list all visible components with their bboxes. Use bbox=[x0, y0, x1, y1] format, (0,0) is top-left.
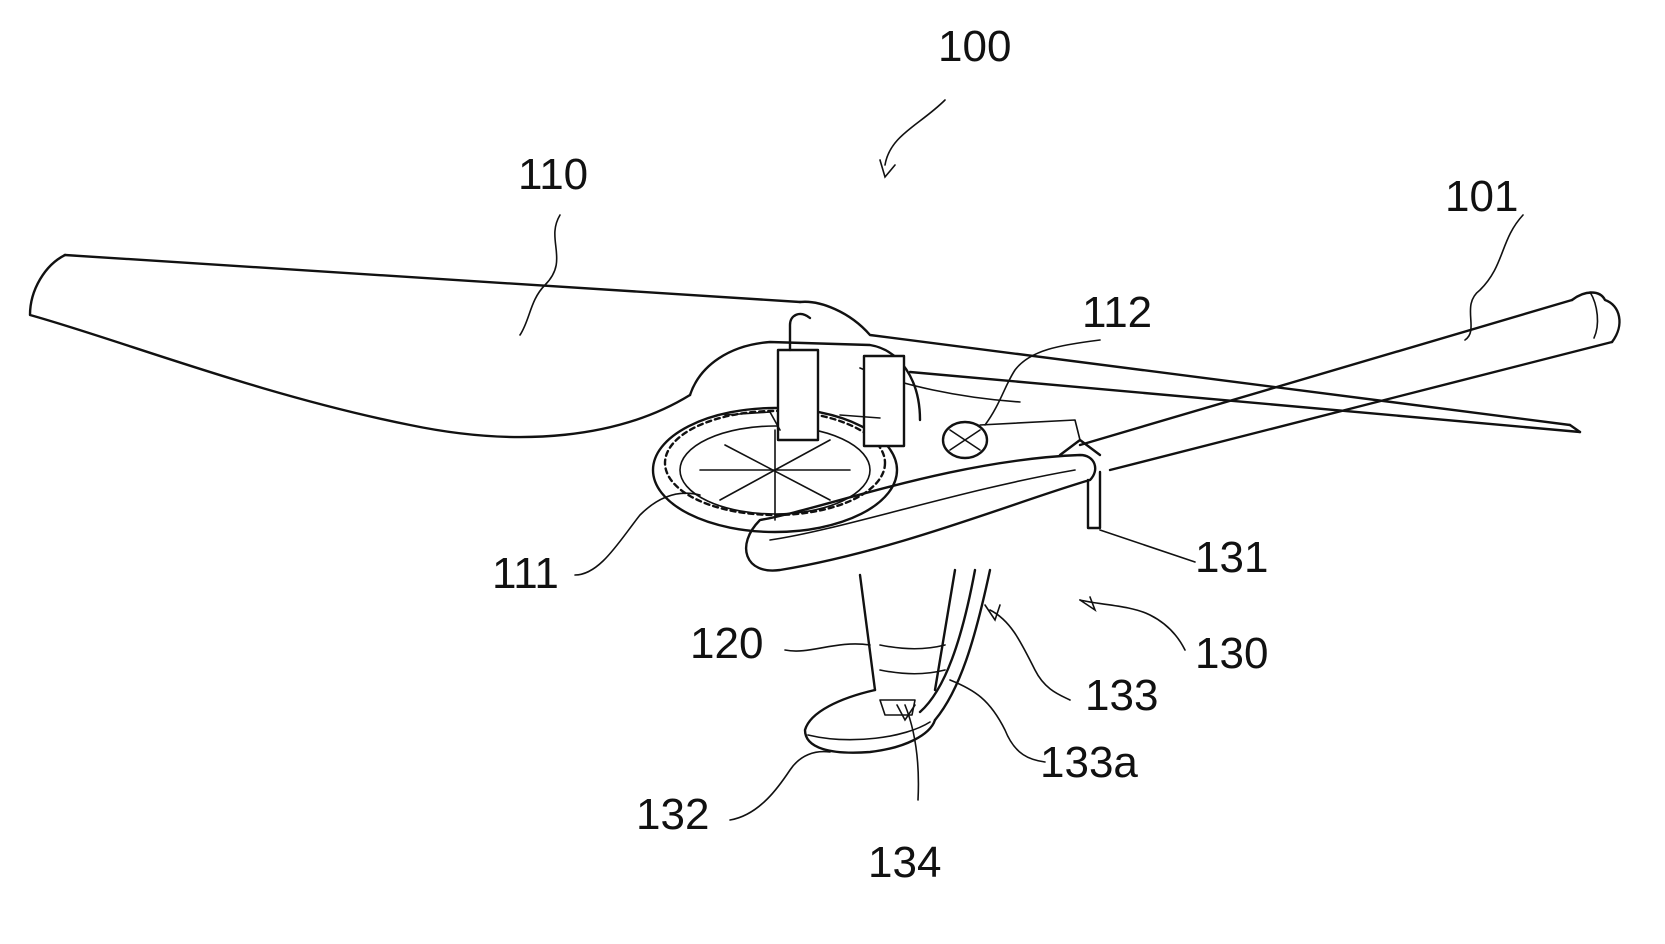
arm-tube bbox=[1080, 292, 1619, 470]
label-131: 131 bbox=[1195, 533, 1268, 582]
label-111: 111 bbox=[492, 549, 559, 598]
label-101: 101 bbox=[1445, 172, 1518, 221]
label-130: 130 bbox=[1195, 629, 1268, 678]
label-133a: 133a bbox=[1040, 738, 1138, 787]
label-110: 110 bbox=[518, 150, 588, 199]
mount-bracket bbox=[746, 420, 1100, 571]
label-100: 100 bbox=[938, 22, 1011, 71]
gear-hub bbox=[653, 314, 920, 532]
shaft-and-foot bbox=[805, 570, 990, 753]
label-120: 120 bbox=[690, 619, 763, 668]
label-134: 134 bbox=[868, 838, 941, 887]
label-112: 112 bbox=[1082, 288, 1152, 337]
pinion-gear bbox=[943, 422, 987, 458]
label-133: 133 bbox=[1085, 671, 1158, 720]
label-132: 132 bbox=[636, 790, 709, 839]
